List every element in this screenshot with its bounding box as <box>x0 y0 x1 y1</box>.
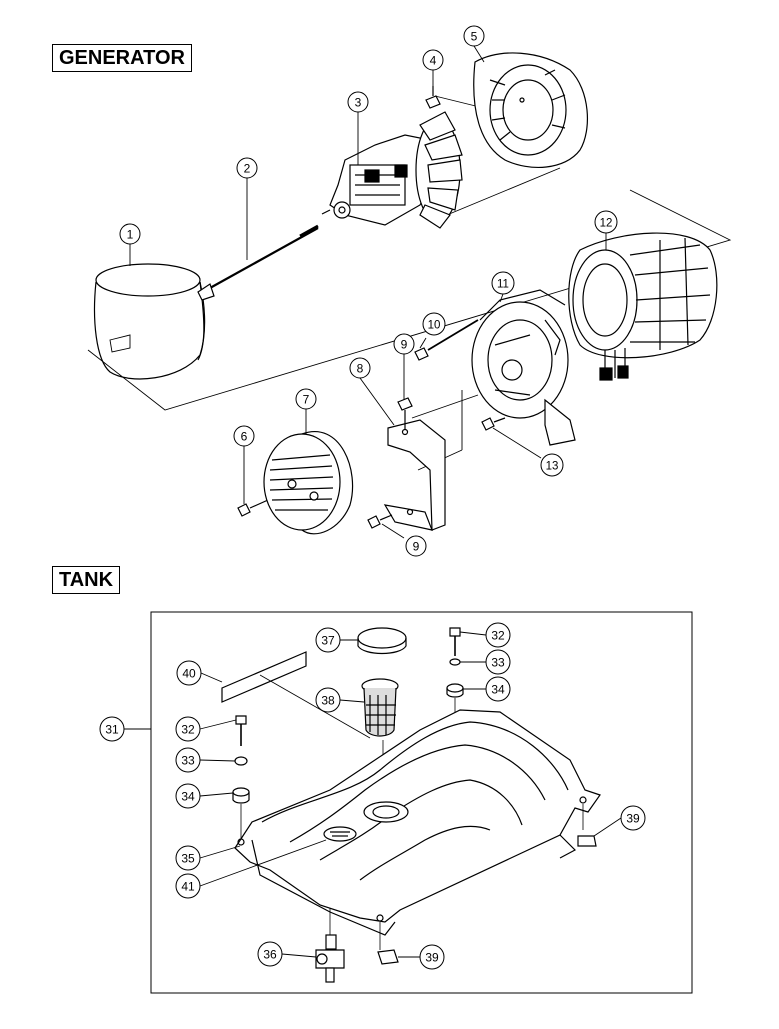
callout-32-right: 32 <box>485 622 511 648</box>
svg-text:36: 36 <box>263 948 277 962</box>
generator-callouts: 1 2 3 4 5 6 7 8 9 9 10 11 12 13 <box>119 25 618 557</box>
svg-text:9: 9 <box>413 540 420 554</box>
callout-36: 36 <box>257 941 283 967</box>
callout-35: 35 <box>175 845 201 871</box>
svg-text:39: 39 <box>425 951 439 965</box>
tank-frame <box>150 611 693 994</box>
callout-3: 3 <box>347 91 369 113</box>
svg-text:4: 4 <box>430 54 437 68</box>
callout-9-lower: 9 <box>405 535 427 557</box>
callout-39-bottom: 39 <box>419 944 445 970</box>
svg-text:10: 10 <box>428 320 441 332</box>
callout-8: 8 <box>349 357 371 379</box>
callout-34-right: 34 <box>485 676 511 702</box>
screw-6-part <box>237 499 269 517</box>
stator-part <box>568 232 718 381</box>
svg-text:34: 34 <box>181 790 195 804</box>
callout-13: 13 <box>540 453 564 477</box>
svg-text:40: 40 <box>182 667 196 681</box>
tank-bolt-left-part <box>232 715 250 838</box>
strainer-part <box>361 678 399 808</box>
svg-text:9: 9 <box>401 338 408 352</box>
bolt-9-lower-part <box>367 514 393 529</box>
rubber-foot-right-part <box>577 835 597 847</box>
tank-leader-lines <box>124 631 622 958</box>
callout-6: 6 <box>233 425 255 447</box>
long-bolt-10-part <box>414 319 479 361</box>
callout-11: 11 <box>491 271 515 295</box>
rubber-foot-bottom-part <box>377 949 399 965</box>
callout-38: 38 <box>315 687 341 713</box>
fuel-valve-part <box>315 934 345 983</box>
callout-5: 5 <box>463 25 485 47</box>
front-housing-part <box>471 289 576 446</box>
svg-text:33: 33 <box>491 656 505 670</box>
svg-text:37: 37 <box>321 634 335 648</box>
callout-34-left: 34 <box>175 783 201 809</box>
callout-10: 10 <box>422 312 446 336</box>
svg-text:1: 1 <box>127 228 134 242</box>
svg-text:38: 38 <box>321 694 335 708</box>
bolt-9-upper-part <box>397 397 413 430</box>
tank-callouts: 31 40 37 38 32 33 34 35 41 32 33 34 39 3… <box>99 622 646 970</box>
svg-text:31: 31 <box>105 723 119 737</box>
callout-37: 37 <box>315 627 341 653</box>
generator-leader-lines <box>129 45 607 539</box>
callout-7: 7 <box>295 388 317 410</box>
svg-text:12: 12 <box>600 218 613 230</box>
front-cover-part <box>263 431 354 535</box>
tank-section-title: TANK <box>52 566 121 594</box>
callout-33-left: 33 <box>175 747 201 773</box>
rotor-part <box>321 111 463 229</box>
cover-band-part <box>93 263 206 380</box>
svg-text:32: 32 <box>181 723 195 737</box>
callout-32-left: 32 <box>175 716 201 742</box>
svg-text:5: 5 <box>471 30 478 44</box>
callout-40: 40 <box>176 660 202 686</box>
callout-9-upper: 9 <box>393 333 415 355</box>
svg-text:39: 39 <box>626 812 640 826</box>
through-bolt-part <box>197 224 319 301</box>
svg-text:8: 8 <box>357 362 364 376</box>
rear-housing-part <box>473 52 589 169</box>
svg-text:13: 13 <box>546 461 559 473</box>
svg-text:6: 6 <box>241 430 248 444</box>
svg-text:11: 11 <box>497 279 509 291</box>
svg-text:33: 33 <box>181 754 195 768</box>
callout-1: 1 <box>119 223 141 245</box>
svg-text:34: 34 <box>491 683 505 697</box>
callout-31: 31 <box>99 716 125 742</box>
svg-text:7: 7 <box>303 393 310 407</box>
bolt-13-part <box>481 417 506 431</box>
tank-bolt-right-part <box>446 627 464 718</box>
generator-section-title: GENERATOR <box>52 44 192 72</box>
small-bolt-4-part <box>425 86 441 109</box>
svg-text:32: 32 <box>491 629 505 643</box>
callout-41: 41 <box>175 873 201 899</box>
svg-text:2: 2 <box>244 162 251 176</box>
fuel-cap-part <box>357 627 407 655</box>
svg-text:35: 35 <box>181 852 195 866</box>
callout-2: 2 <box>236 157 258 179</box>
fuel-tank-body-part <box>234 709 601 950</box>
callout-12: 12 <box>594 210 618 234</box>
callout-33-right: 33 <box>485 649 511 675</box>
svg-text:41: 41 <box>181 880 195 894</box>
label-strip-part <box>221 651 371 739</box>
callout-4: 4 <box>422 49 444 71</box>
svg-text:3: 3 <box>355 96 362 110</box>
bracket-part <box>383 419 446 531</box>
callout-39-right: 39 <box>620 805 646 831</box>
